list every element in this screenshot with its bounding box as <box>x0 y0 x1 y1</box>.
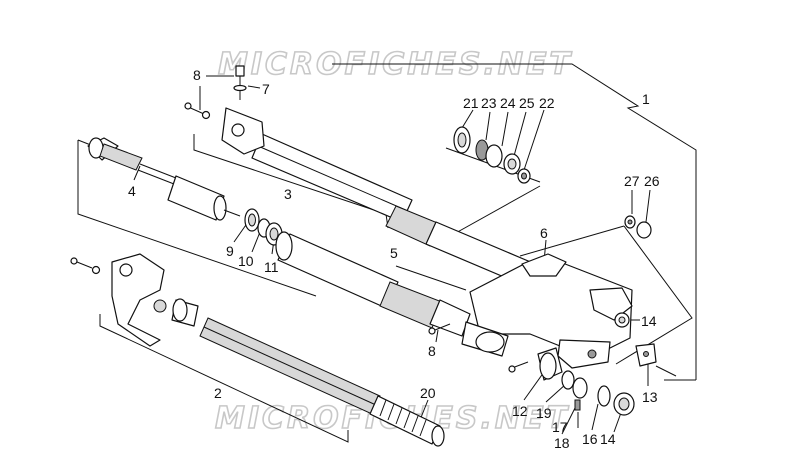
callout-3: 3 <box>284 186 292 202</box>
callout-26: 26 <box>644 173 660 189</box>
lower-axle-parts <box>508 343 677 416</box>
callout-18: 18 <box>554 435 570 451</box>
callout-23: 23 <box>481 95 497 111</box>
callout-22: 22 <box>539 95 555 111</box>
callout-24: 24 <box>500 95 516 111</box>
callout-21: 21 <box>463 95 479 111</box>
callout-8-top: 8 <box>193 67 201 83</box>
callout-14-right: 14 <box>641 313 657 329</box>
spring-rod-20 <box>199 317 445 447</box>
callout-5: 5 <box>390 245 398 261</box>
callout-16: 16 <box>582 431 598 447</box>
callout-13: 13 <box>642 389 658 405</box>
callout-14-bottom: 14 <box>600 431 616 447</box>
callout-20: 20 <box>420 385 436 401</box>
leader-lines <box>133 75 651 435</box>
callout-1: 1 <box>642 91 650 107</box>
callout-4: 4 <box>128 183 136 199</box>
callout-9: 9 <box>226 243 234 259</box>
callout-11: 11 <box>264 259 279 275</box>
callout-6: 6 <box>540 225 548 241</box>
yoke-casting <box>461 253 633 369</box>
lower-bolt-8 <box>428 323 451 335</box>
top-clamp-bolt <box>184 65 247 120</box>
caliper-bracket <box>70 253 199 347</box>
callout-12: 12 <box>512 403 528 419</box>
callout-19: 19 <box>536 405 552 421</box>
callout-10: 10 <box>238 253 254 269</box>
fork-slider-lower <box>275 231 471 337</box>
group-brackets <box>77 63 697 443</box>
damper-rod <box>87 137 241 221</box>
callout-27: 27 <box>624 173 640 189</box>
callout-8-lower: 8 <box>428 343 436 359</box>
callout-25: 25 <box>519 95 535 111</box>
bleed-screw-26-27 <box>624 215 652 239</box>
seals-9-11 <box>244 208 283 246</box>
seal-stack-21-25 <box>453 126 531 184</box>
callout-labels: 1 2 3 4 5 6 7 8 8 9 10 11 12 13 14 14 16… <box>128 67 660 451</box>
callout-17: 17 <box>552 419 568 435</box>
callout-7: 7 <box>262 81 270 97</box>
callout-2: 2 <box>214 385 222 401</box>
